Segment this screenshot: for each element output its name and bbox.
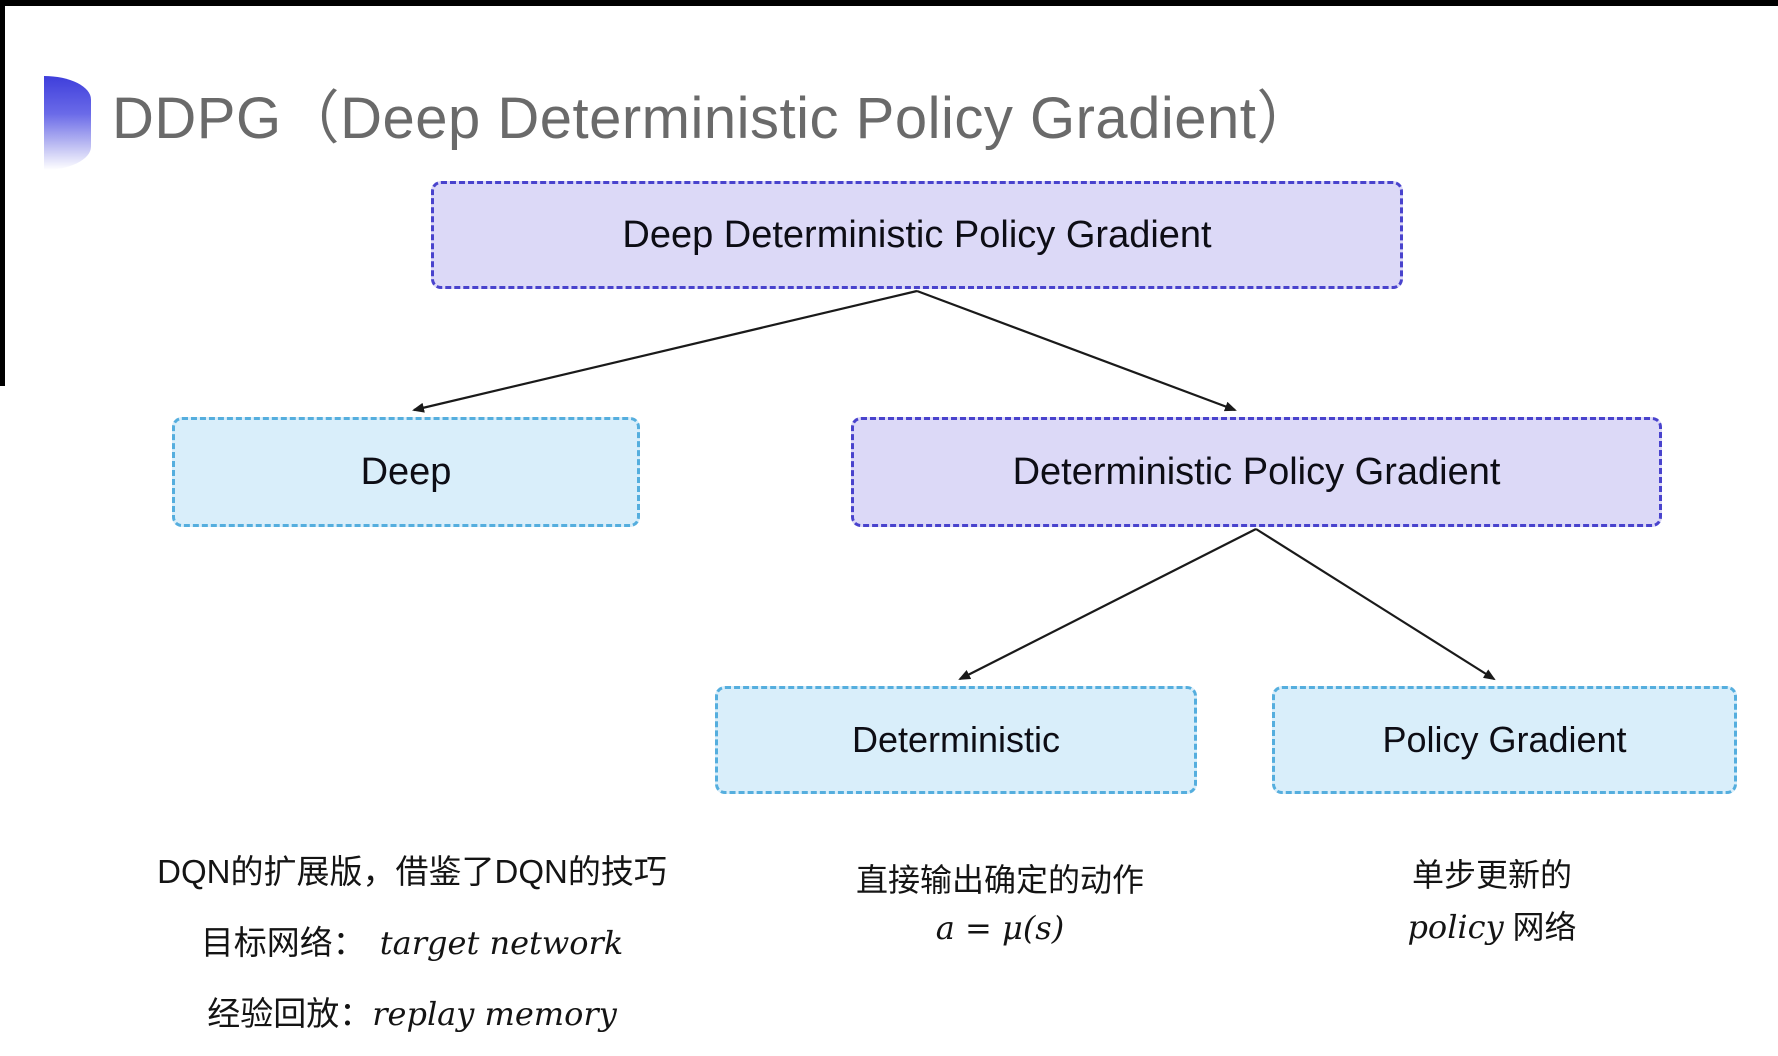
node-deep: Deep (172, 417, 640, 527)
note-label: 目标网络： (200, 924, 366, 961)
note-label: 经验回放： (207, 995, 373, 1032)
note-deterministic-action: 直接输出确定的动作 (855, 862, 1144, 898)
arrow-root-to-deep (412, 289, 918, 413)
note-term: policy (1407, 908, 1504, 946)
title-bullet-icon (44, 76, 91, 170)
node-label: Policy Gradient (1382, 719, 1627, 760)
node-label: Deterministic Policy Gradient (1012, 450, 1501, 493)
node-label: Deterministic (851, 719, 1061, 760)
letterbox-top-edge (0, 0, 1778, 6)
note-term: target network (379, 924, 624, 962)
note-single-step: 单步更新的 (1411, 857, 1572, 893)
page-title: DDPG（Deep Deterministic Policy Gradient） (112, 86, 1315, 151)
node-label: Deep (360, 450, 452, 493)
node-policy-gradient: Policy Gradient (1272, 686, 1737, 794)
arrow-dpg-to-deterministic (958, 528, 1257, 680)
notes-policy-gradient-block: 单步更新的 policy 网络 (1337, 850, 1647, 954)
note-replay-memory: 经验回放：replay memory (122, 987, 702, 1035)
arrow-dpg-to-policy-gradient (1255, 528, 1496, 681)
note-policy-network: policy 网络 (1337, 902, 1647, 948)
arrow-root-to-dpg (916, 289, 1237, 412)
node-deep-deterministic-policy-gradient: Deep Deterministic Policy Gradient (431, 181, 1403, 289)
node-deterministic: Deterministic (715, 686, 1197, 794)
letterbox-left-edge (0, 0, 5, 386)
node-label: Deep Deterministic Policy Gradient (622, 213, 1212, 256)
note-suffix: 网络 (1503, 909, 1577, 945)
notes-deterministic-block: 直接输出确定的动作 a = μ(s) (805, 855, 1195, 955)
notes-deep-block: DQN的扩展版，借鉴了DQN的技巧 目标网络： target network 经验… (122, 845, 702, 1056)
node-deterministic-policy-gradient: Deterministic Policy Gradient (851, 417, 1662, 527)
note-term: replay memory (372, 995, 617, 1033)
note-dqn-extension: DQN的扩展版，借鉴了DQN的技巧 (157, 853, 667, 890)
note-formula: a = μ(s) (935, 909, 1065, 947)
note-target-network: 目标网络： target network (122, 916, 702, 964)
